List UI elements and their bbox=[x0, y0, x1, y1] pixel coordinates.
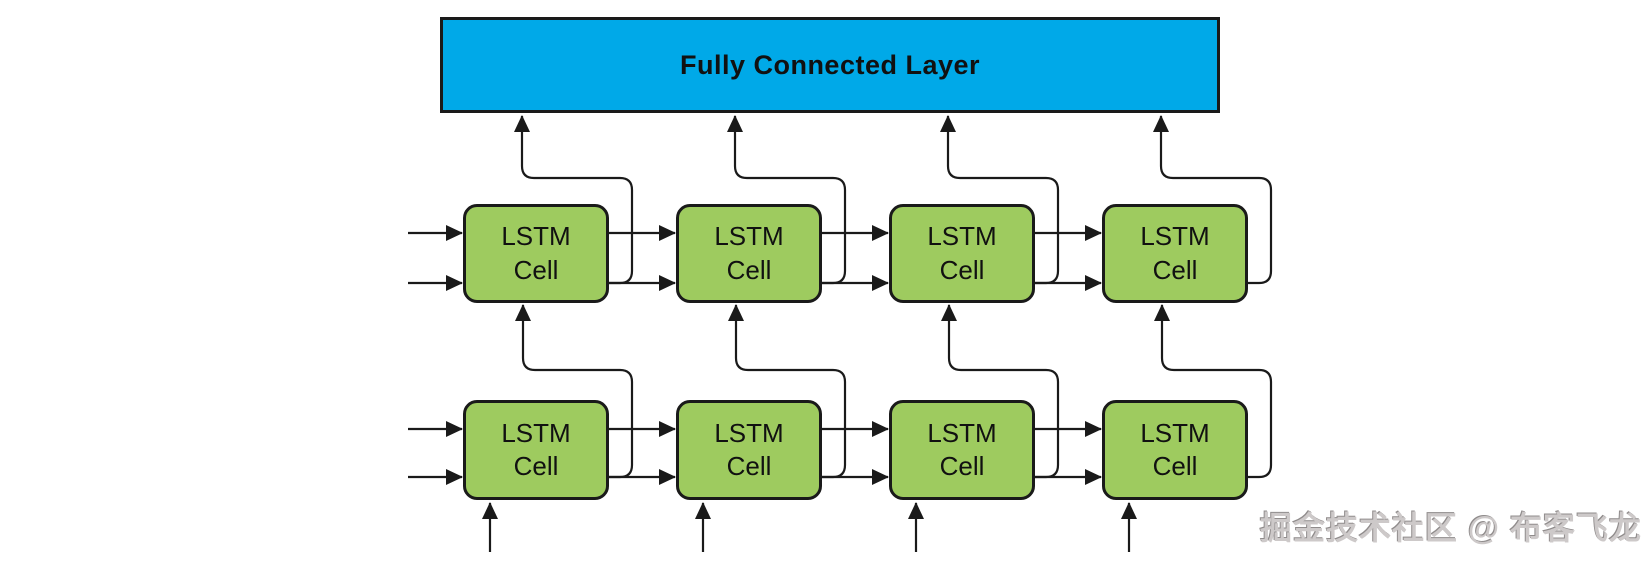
lstm-cell-top-1: LSTM Cell bbox=[463, 204, 609, 303]
top-row-left-input-arrows bbox=[408, 225, 463, 291]
lstm-cell-bottom-2: LSTM Cell bbox=[676, 400, 822, 500]
watermark-text: 掘金技术社区 @ 布客飞龙 bbox=[1260, 510, 1642, 546]
fully-connected-layer-box: Fully Connected Layer bbox=[440, 17, 1220, 113]
lstm-cell-bottom-3: LSTM Cell bbox=[889, 400, 1035, 500]
lstm-cell-bottom-4: LSTM Cell bbox=[1102, 400, 1248, 500]
lstm-cell-top-4: LSTM Cell bbox=[1102, 204, 1248, 303]
bottom-row-to-top-row-arrows bbox=[515, 304, 1273, 479]
lstm-cell-top-3: LSTM Cell bbox=[889, 204, 1035, 303]
fully-connected-layer-label: Fully Connected Layer bbox=[679, 49, 981, 80]
bottom-row-left-input-arrows bbox=[408, 421, 463, 485]
lstm-cell-bottom-1: LSTM Cell bbox=[463, 400, 609, 500]
lstm-cell-top-2: LSTM Cell bbox=[676, 204, 822, 303]
top-row-to-fc-arrows bbox=[514, 115, 1273, 285]
bottom-input-arrows bbox=[482, 502, 1137, 552]
